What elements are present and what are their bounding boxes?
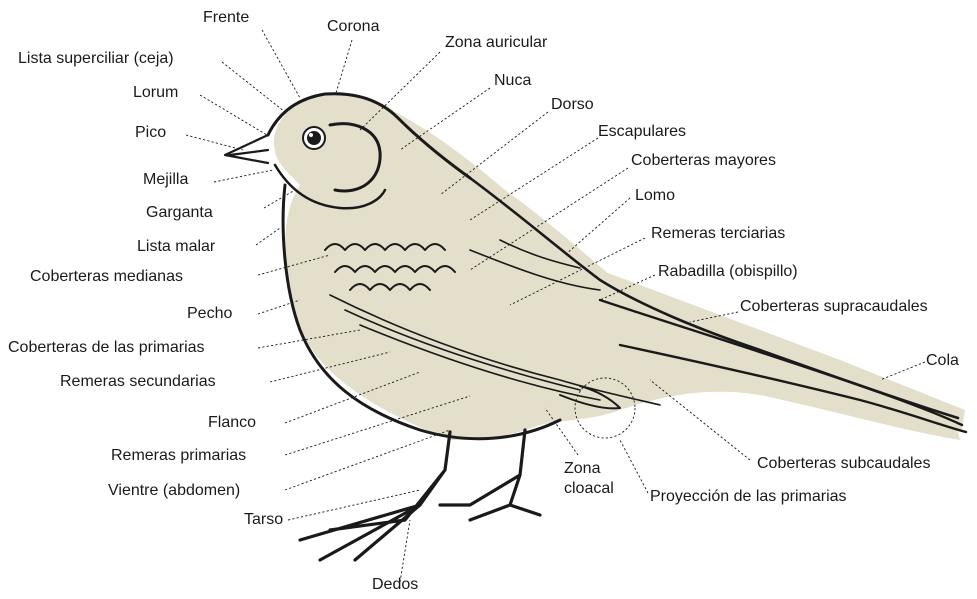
label-tarso: Tarso [244,511,283,529]
label-frente: Frente [203,9,249,27]
label-coberteras-subcaudales: Coberteras subcaudales [757,455,930,473]
label-remeras-primarias: Remeras primarias [111,447,246,465]
label-pico: Pico [135,124,166,142]
label-coberteras-supracaudales: Coberteras supracaudales [740,298,928,316]
label-coberteras-medianas: Coberteras medianas [30,268,183,286]
label-dedos: Dedos [372,576,418,594]
label-zona-cloacal-1: Zona [564,460,600,478]
label-lorum: Lorum [133,84,178,102]
eye-glint [309,133,313,137]
label-flanco: Flanco [208,414,256,432]
label-garganta: Garganta [146,204,213,222]
label-lista-superciliar: Lista superciliar (ceja) [18,50,174,68]
label-coberteras-primarias: Coberteras de las primarias [8,339,205,357]
tail-wash [600,270,965,430]
label-zona-auricular: Zona auricular [445,34,547,52]
label-remeras-secundarias: Remeras secundarias [60,373,216,391]
label-zona-cloacal-2: cloacal [564,480,614,498]
label-cola: Cola [926,352,959,370]
label-proyeccion-primarias: Proyección de las primarias [650,488,847,506]
eye [307,131,321,145]
label-dorso: Dorso [551,96,594,114]
legs [300,430,540,560]
label-pecho: Pecho [187,305,232,323]
label-rabadilla: Rabadilla (obispillo) [658,263,798,281]
label-remeras-terciarias: Remeras terciarias [651,225,785,243]
bill [225,135,268,163]
label-escapulares: Escapulares [598,123,686,141]
label-lomo: Lomo [635,187,675,205]
label-nuca: Nuca [494,72,531,90]
label-lista-malar: Lista malar [137,238,215,256]
label-coberteras-mayores: Coberteras mayores [631,152,776,170]
label-mejilla: Mejilla [143,171,188,189]
label-corona: Corona [327,18,379,36]
label-vientre: Vientre (abdomen) [108,482,240,500]
